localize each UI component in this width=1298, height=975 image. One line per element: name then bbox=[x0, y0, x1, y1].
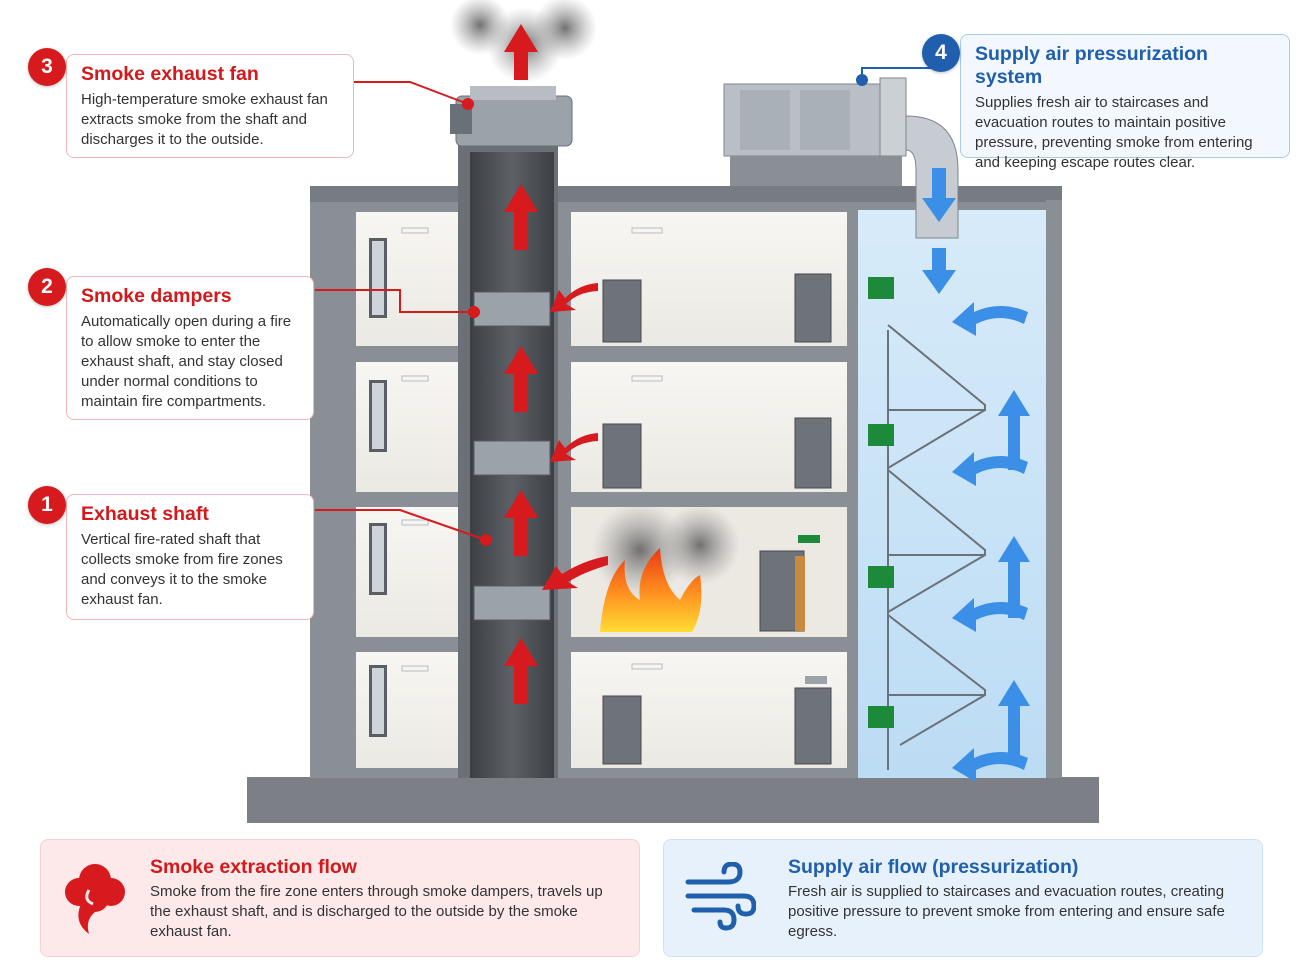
smoke-flow-arrows bbox=[504, 24, 608, 704]
legend-text: Smoke from the fire zone enters through … bbox=[150, 883, 603, 940]
callout-number-badge: 4 bbox=[922, 34, 960, 72]
callout-text: High-temperature smoke exhaust fan extra… bbox=[81, 91, 328, 148]
leader-lines bbox=[315, 67, 940, 546]
ground-slab bbox=[247, 777, 1099, 823]
exit-sign-icon bbox=[868, 277, 894, 728]
legend-supply-air: Supply air flow (pressurization) Fresh a… bbox=[663, 839, 1263, 957]
callout-number-badge: 3 bbox=[28, 48, 66, 86]
wind-icon bbox=[685, 862, 756, 931]
callout-text: Automatically open during a fire to allo… bbox=[81, 313, 292, 410]
smoke-damper bbox=[473, 291, 551, 621]
callout-smoke-exhaust-fan: Smoke exhaust fan High-temperature smoke… bbox=[66, 54, 354, 158]
fire-zone bbox=[592, 502, 740, 632]
legend-text: Fresh air is supplied to staircases and … bbox=[788, 883, 1225, 940]
supply-air-arrows bbox=[922, 168, 1030, 782]
callout-title: Smoke exhaust fan bbox=[81, 63, 259, 85]
staircase bbox=[887, 324, 986, 770]
main-rooms bbox=[571, 212, 847, 768]
legend-title: Supply air flow (pressurization) bbox=[788, 856, 1079, 878]
left-rooms bbox=[356, 212, 459, 768]
legend-title: Smoke extraction flow bbox=[150, 856, 357, 878]
callout-number-badge: 1 bbox=[28, 486, 66, 524]
smoke-exhaust-fan bbox=[450, 0, 597, 147]
smoke-cloud-icon bbox=[65, 864, 125, 934]
callout-smoke-dampers: Smoke dampers Automatically open during … bbox=[66, 276, 314, 420]
callout-text: Supplies fresh air to staircases and eva… bbox=[975, 94, 1253, 171]
callout-title: Smoke dampers bbox=[81, 285, 232, 307]
callout-title: Exhaust shaft bbox=[81, 503, 209, 525]
callout-supply-air-pressurization: Supply air pressurization system Supplie… bbox=[960, 34, 1290, 171]
callout-text: Vertical fire-rated shaft that collects … bbox=[81, 531, 283, 608]
callout-number-badge: 2 bbox=[28, 268, 66, 306]
callout-title: Supply air pressurization system bbox=[975, 43, 1208, 88]
legend-smoke-extraction: Smoke extraction flow Smoke from the fir… bbox=[40, 839, 640, 957]
callout-exhaust-shaft: Exhaust shaft Vertical fire-rated shaft … bbox=[66, 494, 314, 620]
